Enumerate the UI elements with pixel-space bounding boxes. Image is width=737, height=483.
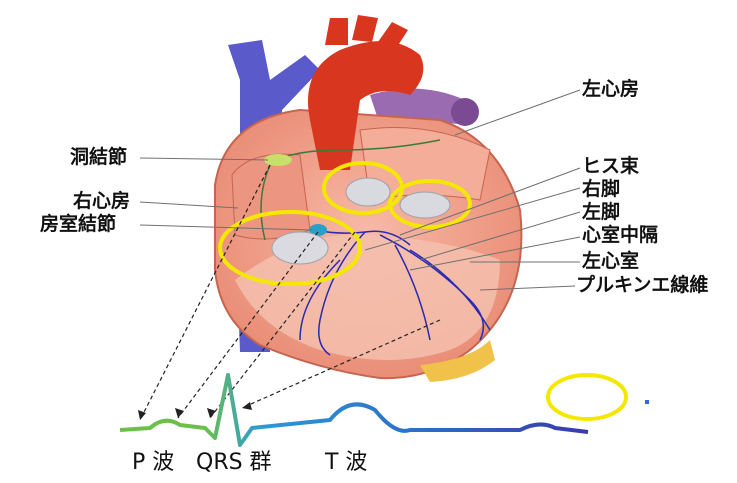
sa-node (264, 154, 292, 166)
pulmonary-artery-end (451, 98, 479, 126)
highlight-ecg-empty (548, 375, 626, 419)
label-t-wave: T 波 (325, 452, 367, 474)
label-p-wave: P 波 (132, 452, 174, 474)
mitral-valve (400, 192, 450, 218)
ecg-trace (120, 375, 588, 445)
aorta-branch-1 (325, 18, 348, 45)
label-left-bundle: 左脚 (582, 203, 620, 222)
label-septum: 心室中隔 (582, 226, 658, 245)
label-left-ventricle: 左心室 (582, 252, 639, 271)
aortic-valve (346, 178, 390, 206)
label-left-atrium: 左心房 (582, 80, 639, 99)
small-blue-dot (645, 400, 649, 404)
label-qrs: QRS 群 (196, 452, 272, 474)
label-right-bundle: 右脚 (582, 180, 620, 199)
label-purkinje: プルキンエ線維 (576, 276, 708, 295)
label-right-atrium: 右心房 (73, 192, 130, 211)
tricuspid-valve (272, 232, 328, 264)
label-av-node: 房室結節 (40, 215, 116, 234)
label-sa-node: 洞結節 (70, 148, 127, 167)
aorta-branch-2 (352, 15, 378, 42)
label-his-bundle: ヒス束 (582, 157, 639, 176)
right-atrium (232, 154, 310, 239)
